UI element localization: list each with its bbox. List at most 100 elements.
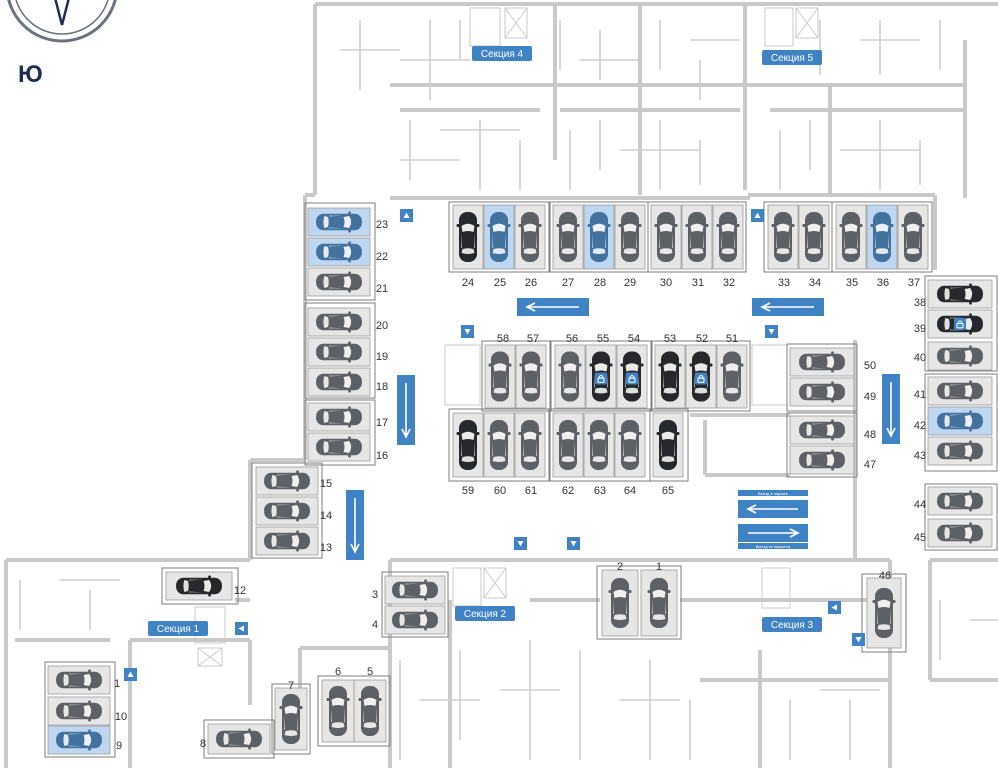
parking-block-frame: [649, 408, 689, 482]
parking-spot[interactable]: 27: [552, 204, 584, 289]
parking-spot[interactable]: 44: [914, 486, 993, 516]
parking-spot[interactable]: 23: [307, 207, 388, 237]
parking-spot[interactable]: 55: [585, 333, 617, 409]
parking-spot[interactable]: 48: [789, 415, 876, 445]
parking-spot[interactable]: 57: [515, 333, 547, 409]
parking-block-frame: [304, 399, 376, 466]
car-icon: [518, 212, 542, 262]
parking-spot[interactable]: 50: [789, 347, 876, 377]
parking-spot[interactable]: 49: [789, 377, 876, 407]
arrow-down-icon: [350, 498, 360, 554]
parking-spot[interactable]: 63: [583, 412, 615, 497]
parking-spot[interactable]: 16: [307, 432, 388, 462]
triangle-down-icon: [517, 541, 524, 547]
spot-number-label: 1: [114, 678, 120, 690]
parking-spot[interactable]: 21: [307, 267, 388, 297]
parking-spot[interactable]: 37: [897, 204, 929, 289]
parking-spot[interactable]: 26: [514, 204, 546, 289]
parking-spot[interactable]: 36: [866, 204, 898, 289]
car-icon: [618, 212, 642, 262]
parking-spot[interactable]: 32: [712, 204, 744, 289]
parking-block-frame: [317, 675, 391, 747]
parking-spot[interactable]: 2: [601, 561, 639, 637]
parking-spot[interactable]: 28: [583, 204, 615, 289]
parking-spot[interactable]: 30: [650, 204, 682, 289]
arrow-sign: [397, 375, 415, 445]
parking-spot[interactable]: 18: [307, 367, 388, 397]
parking-spot[interactable]: 8: [200, 723, 271, 755]
parking-spot[interactable]: 10: [47, 696, 127, 726]
entry-exit-signs: Въезд в паркинг Выезд из паркинга: [738, 490, 808, 549]
parking-spot[interactable]: 34: [798, 204, 830, 289]
parking-spot[interactable]: 40: [914, 341, 993, 371]
parking-spot[interactable]: 6: [321, 666, 355, 743]
parking-spot[interactable]: 12: [165, 571, 246, 601]
parking-spot[interactable]: 58: [484, 333, 516, 409]
parking-spot[interactable]: 51: [716, 333, 748, 409]
parking-spot[interactable]: 41: [914, 376, 993, 406]
parking-spot[interactable]: 59: [452, 412, 484, 497]
parking-spot[interactable]: 64: [614, 412, 646, 497]
parking-spot[interactable]: 43: [914, 436, 993, 466]
parking-spot[interactable]: 5: [353, 666, 387, 743]
parking-spot[interactable]: 19: [307, 337, 388, 367]
car-icon: [487, 420, 511, 470]
parking-spot[interactable]: 33: [767, 204, 799, 289]
parking-spot[interactable]: 24: [452, 204, 484, 289]
exit-sign-text: Выезд из паркинга: [756, 544, 791, 549]
parking-spot[interactable]: 22: [307, 237, 388, 267]
parking-block-frame: [44, 661, 116, 758]
parking-spot[interactable]: 61: [514, 412, 546, 497]
car-icon: [937, 522, 983, 544]
parking-spot[interactable]: 45: [914, 518, 993, 548]
parking-spot[interactable]: 46: [866, 570, 902, 649]
spot-number-label: 37: [908, 277, 920, 289]
parking-spot[interactable]: 53: [654, 333, 686, 409]
parking-spot[interactable]: 47: [789, 445, 876, 475]
arrow-sign: [738, 500, 808, 518]
section-label-5[interactable]: Секция 5: [762, 50, 822, 65]
section-label-2[interactable]: Секция 2: [455, 606, 515, 621]
spot-number-label: 19: [376, 351, 388, 363]
parking-spot[interactable]: 31: [681, 204, 713, 289]
car-icon: [487, 212, 511, 262]
car-icon: [839, 212, 863, 262]
section-label-1[interactable]: Секция 1: [148, 621, 208, 636]
parking-spot[interactable]: 1: [640, 561, 678, 637]
parking-spot[interactable]: 62: [552, 412, 584, 497]
spot-number-label: 5: [367, 666, 373, 678]
parking-spot[interactable]: 3: [372, 575, 446, 605]
spot-number-label: 51: [726, 333, 738, 345]
parking-spot[interactable]: 1: [47, 665, 120, 695]
parking-spot[interactable]: 20: [307, 307, 388, 337]
direction-marker: [514, 537, 527, 550]
parking-spot[interactable]: 54: [616, 333, 648, 409]
spot-number-label: 4: [372, 619, 378, 631]
parking-block-frame: [786, 412, 858, 478]
parking-spot[interactable]: 17: [307, 402, 388, 432]
parking-spot[interactable]: 7: [274, 680, 308, 751]
parking-spot[interactable]: 13: [255, 526, 332, 556]
section-label-4[interactable]: Секция 4: [472, 46, 532, 61]
parking-spot[interactable]: 25: [483, 204, 515, 289]
parking-spot[interactable]: 65: [652, 412, 684, 497]
parking-spot[interactable]: 38: [914, 279, 993, 309]
parking-spot[interactable]: 9: [47, 725, 122, 755]
car-icon: [937, 380, 983, 402]
parking-spot[interactable]: 15: [255, 466, 332, 496]
parking-spot[interactable]: 52: [685, 333, 717, 409]
parking-spot[interactable]: 14: [255, 496, 332, 526]
parking-spot[interactable]: 56: [554, 333, 586, 409]
section-label-3[interactable]: Секция 3: [762, 617, 822, 632]
spot-number-label: 34: [809, 277, 821, 289]
parking-spot[interactable]: 4: [372, 605, 446, 635]
triangle-left-icon: [831, 604, 837, 611]
arrow-left-icon: [760, 302, 814, 312]
parking-spot[interactable]: 39: [914, 309, 993, 339]
parking-spot[interactable]: 42: [914, 406, 993, 436]
parking-spot[interactable]: 60: [483, 412, 515, 497]
parking-block-frame: [924, 275, 998, 372]
parking-spot[interactable]: 29: [614, 204, 646, 289]
parking-spot[interactable]: 35: [835, 204, 867, 289]
